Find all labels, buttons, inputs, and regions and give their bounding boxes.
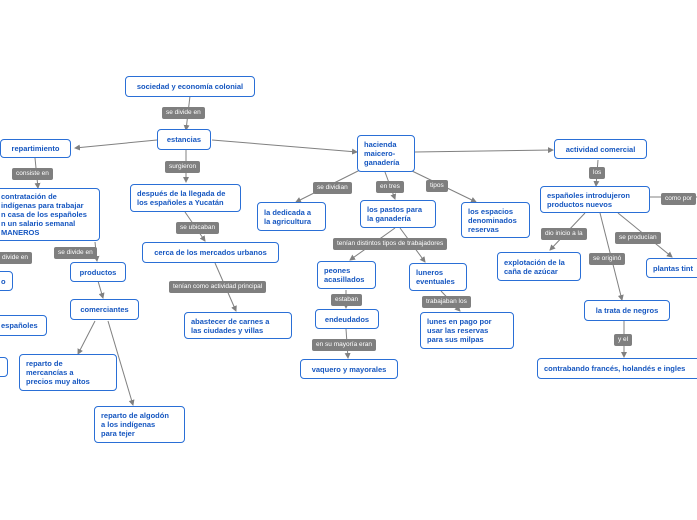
node-reparto-mercancias[interactable]: reparto de mercancías a precios muy alto… xyxy=(19,354,117,391)
label-tenian-actividad: tenían como actividad principal xyxy=(169,281,267,293)
label-se-divide-en-left: se divide en xyxy=(54,247,97,259)
node-luneros[interactable]: luneros eventuales xyxy=(409,263,467,291)
node-espanoles-introdujeron[interactable]: españoles introdujeron productos nuevos xyxy=(540,186,650,213)
label-se-origino: se originó xyxy=(589,253,626,265)
node-espanoles-left[interactable]: españoles xyxy=(0,315,47,336)
node-pastos[interactable]: los pastos para la ganadería xyxy=(360,200,436,228)
label-y-el: y el xyxy=(614,334,633,346)
label-se-dividian: se dividian xyxy=(313,182,352,194)
node-contrabando[interactable]: contrabando francés, holandés e ingles xyxy=(537,358,697,379)
node-comerciantes[interactable]: comerciantes xyxy=(70,299,139,320)
label-como-por: como por xyxy=(661,193,697,205)
node-contratacion[interactable]: contratación de indígenas para trabajar … xyxy=(0,188,100,241)
node-hacienda[interactable]: hacienda maicero- ganadería xyxy=(357,135,415,172)
node-productos[interactable]: productos xyxy=(70,262,126,282)
label-estaban: estaban xyxy=(331,294,363,306)
label-se-producian: se producían xyxy=(615,232,661,244)
label-tenian-tipos: tenían distintos tipos de trabajadores xyxy=(333,238,448,250)
label-divide-en: divide en xyxy=(0,252,33,264)
node-reparto-algodon[interactable]: reparto de algodón a los indígenas para … xyxy=(94,406,185,443)
node-lunes[interactable]: lunes en pago por usar las reservas para… xyxy=(420,312,514,349)
node-endeudados[interactable]: endeudados xyxy=(315,309,379,329)
node-trata-negros[interactable]: la trata de negros xyxy=(584,300,670,321)
node-abastecer[interactable]: abastecer de carnes a las ciudades y vil… xyxy=(184,312,292,339)
node-plantas[interactable]: plantas tint xyxy=(646,258,697,278)
label-tipos: tipos xyxy=(426,180,448,192)
node-root[interactable]: sociedad y economía colonial xyxy=(125,76,255,97)
node-peones[interactable]: peones acasillados xyxy=(317,261,376,289)
node-repartimiento[interactable]: repartimiento xyxy=(0,139,71,158)
node-cutoff-left[interactable] xyxy=(0,357,8,377)
label-en-su-mayoria: en su mayoría eran xyxy=(312,339,377,351)
node-dedicada[interactable]: la dedicada a la agricultura xyxy=(257,202,326,231)
label-se-divide-en: se divide en xyxy=(162,107,205,119)
label-trabajaban-los: trabajaban los xyxy=(422,296,471,308)
node-cerca-mercados[interactable]: cerca de los mercados urbanos xyxy=(142,242,279,263)
node-estancias[interactable]: estancias xyxy=(157,129,211,150)
node-explotacion[interactable]: explotación de la caña de azúcar xyxy=(497,252,581,281)
label-los: los xyxy=(589,167,606,179)
node-espacios[interactable]: los espacios denominados reservas xyxy=(461,202,530,238)
label-dio-inicio: dio inicio a la xyxy=(541,228,587,240)
node-despues[interactable]: después de la llegada de los españoles a… xyxy=(130,184,241,212)
node-o-small[interactable]: o xyxy=(0,271,13,291)
label-en-tres: en tres xyxy=(376,181,404,193)
label-surgieron: surgieron xyxy=(165,161,201,173)
node-actividad-comercial[interactable]: actividad comercial xyxy=(554,139,647,159)
label-consiste-en: consiste en xyxy=(12,168,53,180)
label-se-ubicaban: se ubicaban xyxy=(176,222,220,234)
node-vaquero[interactable]: vaquero y mayorales xyxy=(300,359,398,379)
